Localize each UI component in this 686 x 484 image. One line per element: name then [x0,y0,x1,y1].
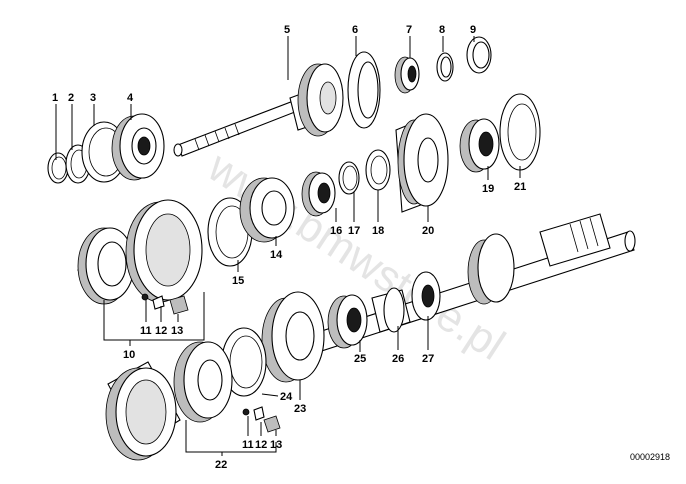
sleeve-26 [371,287,411,333]
label-15: 15 [232,275,244,287]
gear-14 [239,177,295,243]
detent-parts-lower [242,406,281,433]
circlip-1 [47,152,69,184]
ring-18 [365,149,391,191]
label-17: 17 [348,225,360,237]
synchro-hub-22 [173,341,233,423]
label-12-lower: 12 [255,439,267,451]
label-12: 12 [155,325,167,337]
ring-17 [338,161,360,195]
bearing-4 [111,113,165,181]
gear-20 [395,113,449,213]
label-27: 27 [422,353,434,365]
bearing-7 [394,56,420,94]
needle-bearing-16 [301,171,336,217]
label-24: 24 [280,391,293,403]
ring-8 [436,52,454,82]
gear-23 [261,291,325,383]
label-11: 11 [140,325,152,337]
label-8: 8 [439,24,445,36]
label-7: 7 [406,24,412,36]
ring-21 [499,93,541,171]
label-19: 19 [482,183,494,195]
label-6: 6 [352,24,358,36]
label-10: 10 [123,349,135,361]
bearing-27 [411,271,441,321]
sleeve-10 [77,227,135,305]
label-21: 21 [514,181,526,193]
label-25: 25 [354,353,366,365]
sleeve-large-lower [105,361,181,461]
synchro-ring-large [125,199,203,303]
label-16: 16 [330,225,342,237]
label-13-lower: 13 [270,439,282,451]
label-13: 13 [171,325,183,337]
gear-5 [297,63,344,137]
label-9: 9 [470,24,476,36]
label-3: 3 [90,92,96,104]
label-22: 22 [215,459,227,471]
label-26: 26 [392,353,404,365]
label-4: 4 [127,92,134,104]
label-11-lower: 11 [242,439,254,451]
detent-parts-upper [141,293,189,315]
ring-6 [347,51,381,129]
label-18: 18 [372,225,384,237]
needle-bearing-25 [327,294,368,349]
label-1: 1 [52,92,58,104]
ring-9 [466,36,492,74]
label-5: 5 [284,24,290,36]
leader-lines [55,36,521,456]
label-20: 20 [422,225,434,237]
synchro-ring-24 [221,327,267,397]
bearing-19 [459,118,500,173]
label-2: 2 [68,92,74,104]
diagram-number: 00002918 [630,452,670,462]
label-23: 23 [294,403,306,415]
label-14: 14 [270,249,283,261]
